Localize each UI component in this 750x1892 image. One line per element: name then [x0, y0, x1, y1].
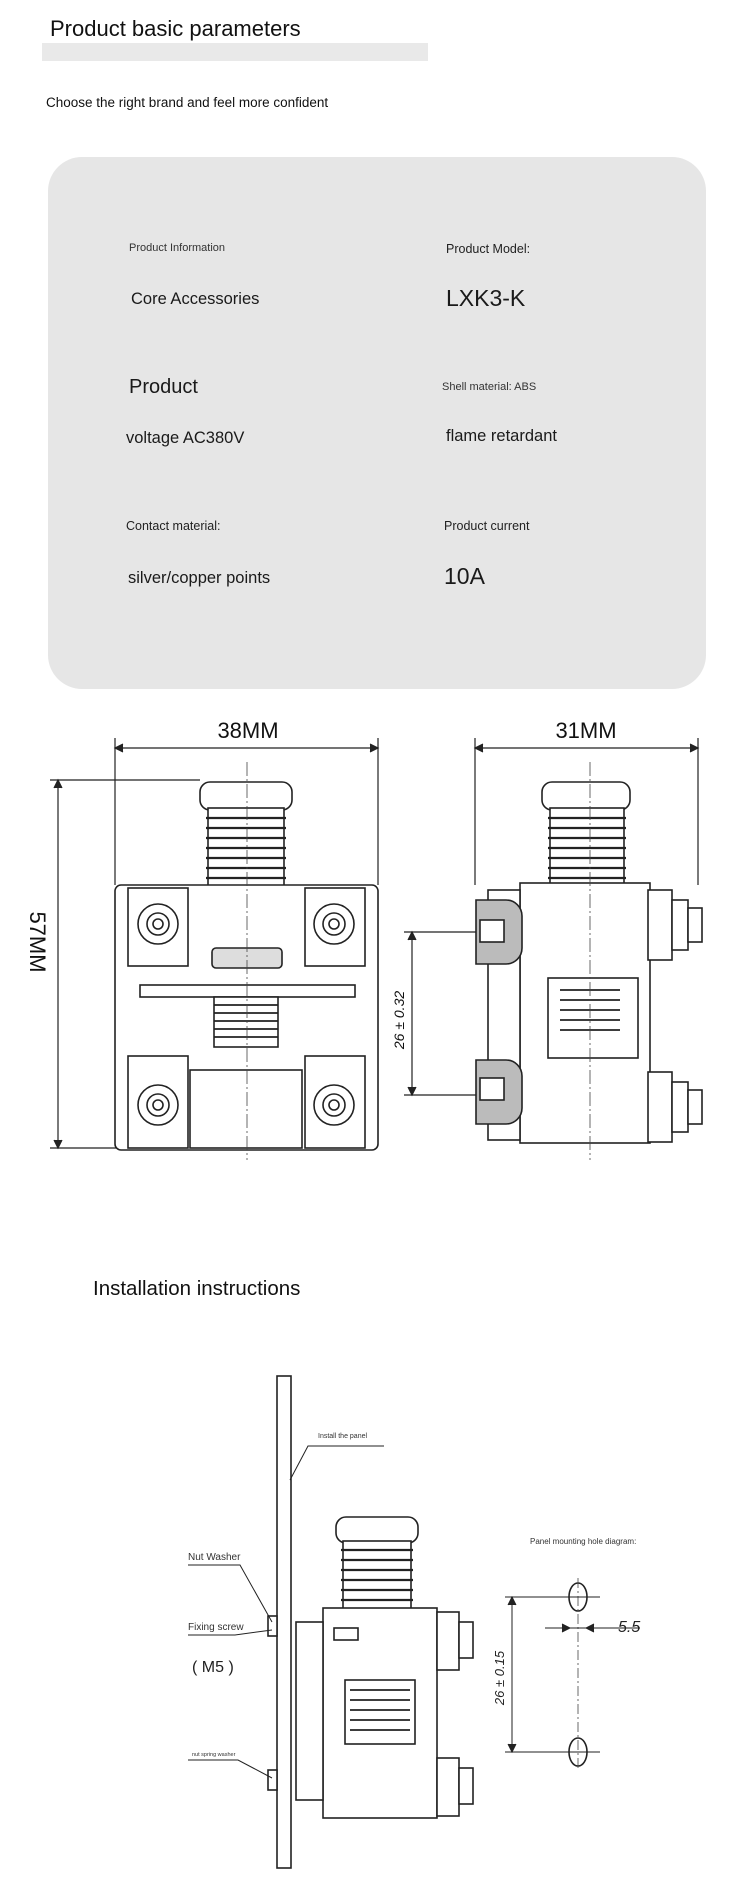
current-value: 10A: [444, 563, 485, 589]
current-label: Product current: [444, 519, 530, 533]
shell-label: Shell material: ABS: [442, 381, 537, 393]
spring-washer-label: nut spring washer: [192, 1752, 236, 1758]
product-info-value: Core Accessories: [131, 290, 260, 308]
dimension-drawing: 38MM 31MM 57MM 26 ± 0.32: [25, 718, 703, 1160]
dim-width-front: 38MM: [217, 718, 278, 743]
fixing-screw-label: Fixing screw: [188, 1622, 244, 1633]
installation-title: Installation instructions: [93, 1277, 301, 1300]
side-view: [475, 781, 703, 1144]
install-panel-label: Install the panel: [318, 1433, 367, 1440]
hole-width-label: 5.5: [618, 1619, 640, 1636]
contact-value: silver/copper points: [128, 569, 271, 587]
title-underline-bar: [42, 43, 428, 61]
screw-size-label: ( M5 ): [192, 1659, 234, 1676]
product-info-label: Product Information: [129, 242, 225, 254]
dim-width-side: 31MM: [555, 718, 616, 743]
parameters-card: [48, 157, 706, 689]
dim-hole-spacing: 26 ± 0.32: [391, 991, 407, 1050]
nut-washer-label: Nut Washer: [188, 1552, 241, 1563]
panel-hole-diagram-label: Panel mounting hole diagram:: [530, 1537, 636, 1546]
contact-label: Contact material:: [126, 519, 221, 533]
front-view: [114, 781, 379, 1151]
model-value: LXK3-K: [446, 285, 526, 311]
dim-height: 57MM: [25, 911, 50, 972]
product-label: Product: [129, 376, 198, 398]
page-subtitle: Choose the right brand and feel more con…: [46, 95, 329, 110]
page-title: Product basic parameters: [50, 16, 301, 41]
installation-drawing: Install the panel Nut Washer Fixing scre…: [188, 1375, 640, 1869]
model-label: Product Model:: [446, 242, 531, 256]
hole-spacing-label: 26 ± 0.15: [492, 1650, 507, 1706]
shell-value: flame retardant: [446, 427, 557, 445]
voltage-value: voltage AC380V: [126, 429, 245, 447]
